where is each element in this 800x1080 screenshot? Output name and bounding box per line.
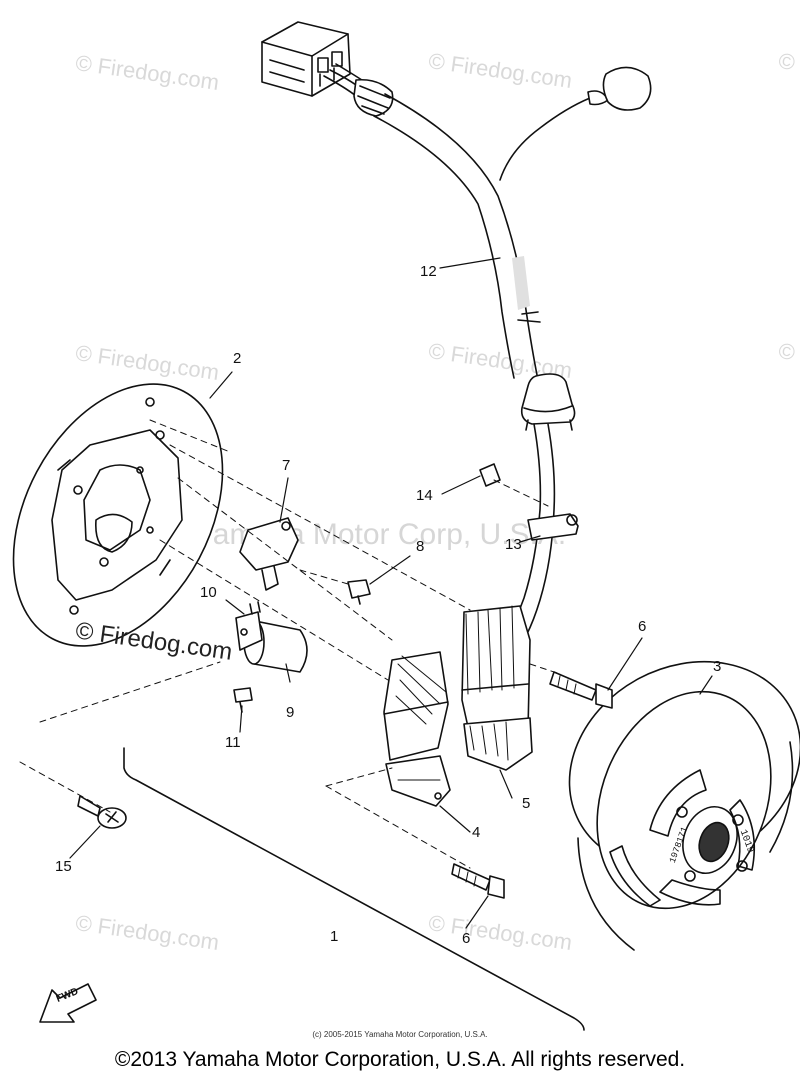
callout-4: 4 [472,824,481,841]
charge-coil [383,651,451,807]
callout-6-lower: 6 [462,930,471,947]
callout-12: 12 [420,263,437,280]
condenser [235,601,308,673]
callout-13: 13 [505,536,522,553]
callout-9: 9 [286,704,295,721]
callout-11: 11 [225,734,241,751]
screw-11 [233,687,253,713]
leader-lines [69,257,713,929]
callout-10: 10 [200,584,217,601]
callout-7: 7 [282,457,291,474]
ignition-coil [461,605,533,771]
callout-1: 1 [330,928,339,945]
contact-breaker [239,517,299,591]
screw-15 [77,795,127,829]
bolt-6-lower [451,863,505,899]
assembly-lines [19,419,561,869]
flywheel-rotor [568,660,800,951]
callout-5: 5 [522,795,531,812]
copyright-footer: ©2013 Yamaha Motor Corporation, U.S.A. A… [114,1048,686,1071]
callout-14: 14 [416,487,433,504]
small-copyright: (c) 2005-2015 Yamaha Motor Corporation, … [312,1030,488,1039]
assembly-bracket [123,747,585,1031]
screw-8 [347,579,371,605]
screw-14 [479,463,501,487]
bolt-6-upper [549,671,613,709]
callout-2: 2 [233,350,242,367]
callout-3: 3 [713,658,722,675]
callout-6-upper: 6 [638,618,647,635]
wire-harness [261,21,652,661]
callout-8: 8 [416,538,425,555]
callout-15: 15 [55,858,72,875]
stator-plate [12,383,224,647]
fwd-arrow [39,983,97,1023]
